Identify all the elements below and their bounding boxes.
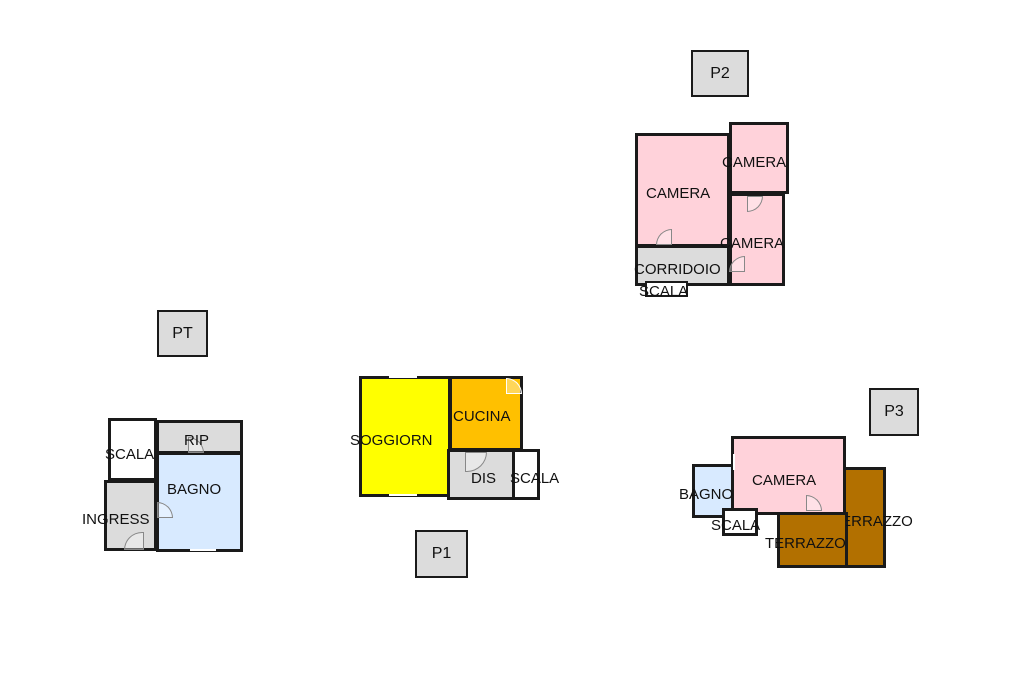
room-p2-camera-top[interactable]: [729, 122, 789, 194]
room-p2-corridoio[interactable]: [635, 245, 730, 286]
label-p3-terrazzo-side: TERRAZZO: [846, 513, 913, 530]
label-p3-scala: SCALA: [711, 517, 761, 534]
label-p2-camera-mid: CAMERA: [720, 235, 785, 252]
floor-tag-p2: P2: [691, 50, 749, 97]
room-p3-terrazzo-front[interactable]: [777, 512, 848, 568]
room-p1-dis[interactable]: [447, 449, 515, 500]
label-pt-ingresso: INGRESS: [82, 511, 150, 528]
room-p1-scala[interactable]: [512, 449, 540, 500]
label-pt-rip: RIP: [184, 432, 210, 449]
window-p3-camera: [733, 454, 735, 470]
room-pt-scala[interactable]: [108, 418, 157, 481]
floor-tag-p2-label: P2: [710, 64, 730, 82]
label-p2-scala: SCALA: [639, 283, 689, 300]
label-p2-camera-large: CAMERA: [646, 185, 711, 202]
label-p1-scala: SCALA: [510, 470, 560, 487]
label-p3-terrazzo-front: TERRAZZO: [765, 535, 846, 552]
floor-tag-p1: P1: [415, 530, 468, 578]
label-p1-soggiorno: SOGGIORN: [350, 432, 433, 449]
room-p2-camera-large[interactable]: [635, 133, 730, 247]
label-pt-bagno: BAGNO: [167, 481, 222, 498]
room-p2-scala[interactable]: [645, 281, 688, 297]
label-pt-scala: SCALA: [105, 446, 155, 463]
label-p1-dis: DIS: [471, 470, 497, 487]
floor-tag-p3-label: P3: [884, 403, 904, 420]
label-p2-camera-top: CAMERA: [722, 154, 787, 171]
floor-tag-p3: P3: [869, 388, 919, 436]
floor-tag-pt-label: PT: [172, 324, 193, 342]
label-p2-corridoio: CORRIDOIO: [634, 261, 721, 278]
window-p1-soggiorno-bottom: [389, 494, 417, 496]
window-p1-soggiorno-top: [389, 376, 417, 378]
label-p3-camera: CAMERA: [752, 472, 817, 489]
label-p1-cucina: CUCINA: [453, 408, 511, 425]
window-pt-bagno: [190, 549, 216, 551]
label-p3-bagno: BAGNO: [679, 486, 734, 503]
floor-tag-pt: PT: [157, 310, 208, 357]
floor-tag-p1-label: P1: [431, 545, 452, 562]
room-p3-scala[interactable]: [722, 508, 758, 536]
label-p3-terrazzo-side-clip: TERRAZZO: [846, 510, 916, 534]
room-pt-bagno[interactable]: [156, 452, 243, 552]
